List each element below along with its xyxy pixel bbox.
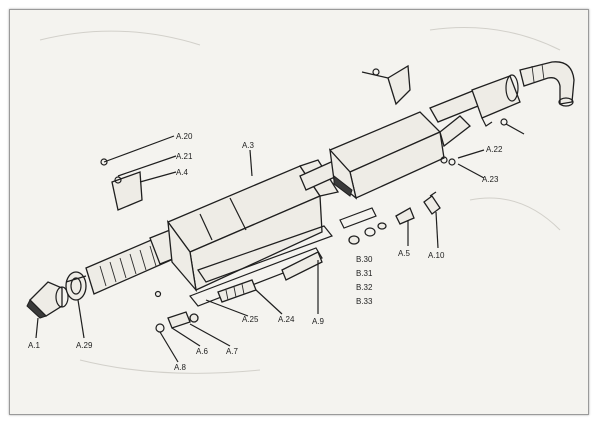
- rear-fasteners: [154, 290, 199, 333]
- front-bolt: [500, 118, 525, 135]
- front-bend-pipe: [519, 61, 575, 107]
- label-a8: A.8: [174, 363, 187, 372]
- flex-joint: [471, 74, 521, 127]
- front-hanger-bracket: [361, 64, 411, 106]
- small-nuts: [440, 156, 456, 166]
- rear-hanger-bracket: [100, 158, 143, 211]
- label-a24: A.24: [278, 315, 295, 324]
- label-a23: A.23: [482, 175, 499, 184]
- label-a4: A.4: [176, 168, 189, 177]
- label-a29: A.29: [76, 341, 93, 350]
- tail-pipe-tip: [26, 281, 69, 319]
- hanger-rod: [281, 251, 323, 281]
- leader-lines: [35, 135, 485, 363]
- label-b31: B.31: [356, 269, 373, 278]
- label-a6: A.6: [196, 347, 209, 356]
- label-a5: A.5: [398, 249, 411, 258]
- part-labels: A.1 A.29 A.20 A.21 A.4 A.3 A.22 A.23 A.5…: [28, 132, 503, 372]
- label-a3: A.3: [242, 141, 255, 150]
- hanger-strap: [217, 279, 257, 303]
- front-muffler: [328, 111, 471, 200]
- label-b32: B.32: [356, 283, 373, 292]
- label-a22: A.22: [486, 145, 503, 154]
- label-b30: B.30: [356, 255, 373, 264]
- clamp-ring: [65, 271, 87, 301]
- rear-muffler: [166, 159, 340, 293]
- background-ghost-print: [39, 27, 561, 374]
- label-a9: A.9: [312, 317, 325, 326]
- heat-shield-plates: [189, 207, 377, 307]
- label-a1: A.1: [28, 341, 41, 350]
- front-fasteners: [348, 191, 441, 245]
- label-b33: B.33: [356, 297, 373, 306]
- label-a20: A.20: [176, 132, 193, 141]
- label-a10: A.10: [428, 251, 445, 260]
- label-a21: A.21: [176, 152, 193, 161]
- label-a7: A.7: [226, 347, 239, 356]
- label-a25: A.25: [242, 315, 259, 324]
